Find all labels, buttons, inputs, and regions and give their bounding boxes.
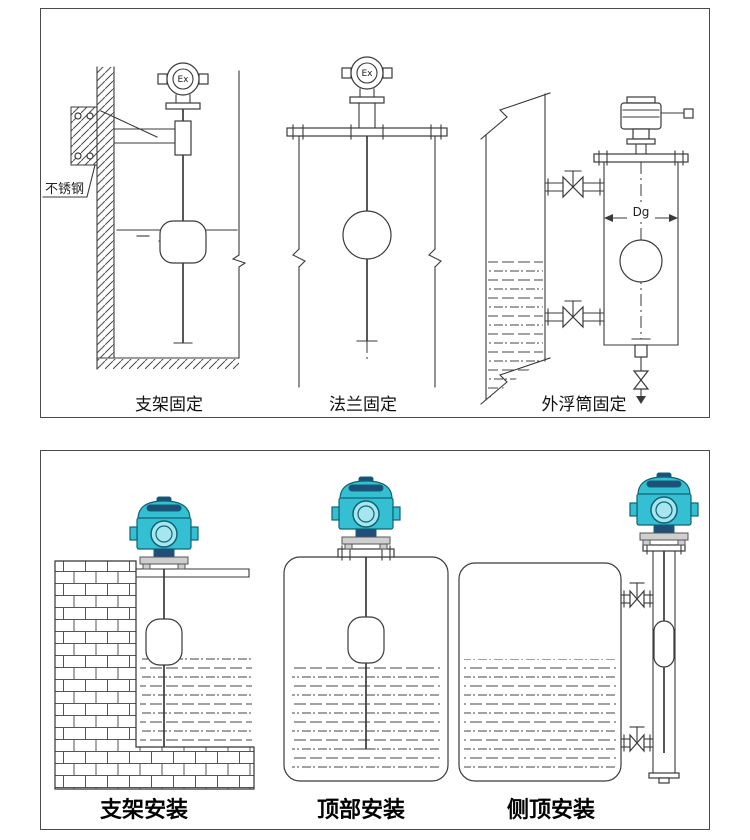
wall-hatching <box>96 66 240 370</box>
caption-bracket-fixing: 支架固定 <box>135 395 203 415</box>
top-install-diagram: 顶部安装 <box>283 476 449 823</box>
bracket-fixing-diagram: Ex 不锈钢 支架固定 <box>42 62 247 415</box>
lower-connection-valve <box>620 726 654 753</box>
fixing-methods-panel: Ex 不锈钢 支架固定 <box>40 8 710 418</box>
tank-wall <box>231 70 247 359</box>
stainless-steel-label: 不锈钢 <box>45 182 84 197</box>
ex-head-icon <box>341 56 393 104</box>
fixing-methods-drawing: Ex 不锈钢 支架固定 <box>42 56 694 415</box>
ex-label: Ex <box>361 69 373 79</box>
float-ball <box>347 616 385 664</box>
caption-flange-fixing: 法兰固定 <box>329 395 397 415</box>
liquid-dashes <box>464 659 616 773</box>
teal-transmitter-icon <box>629 472 699 546</box>
upper-connection-valve <box>620 582 654 609</box>
float-ball <box>653 620 675 668</box>
float-ball <box>342 210 392 260</box>
external-float-fixing-diagram: Dg <box>480 92 694 415</box>
side-top-install-diagram: 侧顶安装 <box>458 472 699 823</box>
teal-transmitter-icon <box>331 476 401 550</box>
teal-transmitter-icon <box>129 496 199 570</box>
stainless-steel-callout: 不锈钢 <box>42 164 96 198</box>
caption-side-top-install: 侧顶安装 <box>507 797 595 823</box>
liquid-dashes <box>140 653 252 745</box>
brick-wall <box>54 560 255 790</box>
level-transmitter: Ex <box>157 62 209 343</box>
installation-methods-drawing: 支架安装 顶部安装 <box>54 472 699 823</box>
float-ball <box>159 220 207 264</box>
conduit-connector <box>683 108 694 119</box>
caption-top-install: 顶部安装 <box>317 797 405 823</box>
liquid-dashes <box>488 259 543 399</box>
installation-methods-panel: 支架安装 顶部安装 <box>40 450 710 830</box>
float-ball <box>145 618 183 666</box>
ex-head-icon <box>157 62 209 110</box>
wall-bracket <box>70 106 176 166</box>
rod-clamp <box>174 120 192 156</box>
mounting-platform <box>135 568 250 578</box>
upper-isolation-valve <box>544 170 605 199</box>
vessel-broken-section <box>480 92 551 405</box>
drain-valve <box>632 356 650 404</box>
float-ball <box>619 239 663 283</box>
dg-label: Dg <box>633 205 650 219</box>
tank-walls <box>292 135 442 388</box>
chamber-transmitter <box>620 96 694 155</box>
flange-fixing-diagram: Ex <box>286 56 448 415</box>
ex-label: Ex <box>177 75 189 85</box>
bracket-install-diagram: 支架安装 <box>54 496 255 823</box>
caption-external-float-fixing: 外浮筒固定 <box>542 395 627 415</box>
dg-dimension: Dg <box>604 205 678 222</box>
caption-bracket-install: 支架安装 <box>100 797 188 823</box>
float-chamber <box>593 150 689 358</box>
lower-isolation-valve <box>544 300 605 329</box>
